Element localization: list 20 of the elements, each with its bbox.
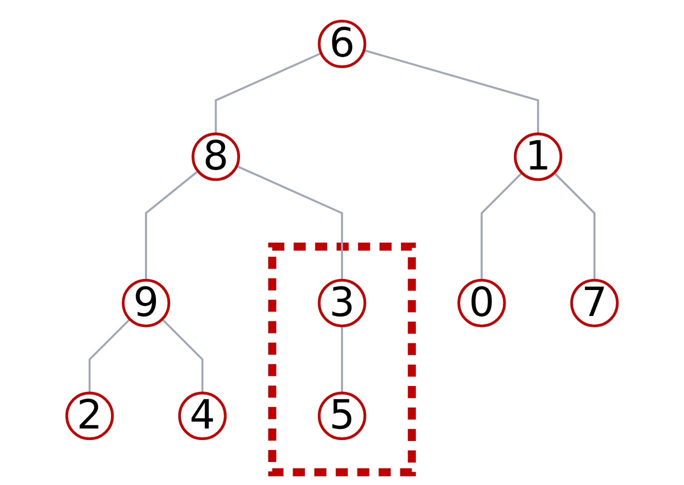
node-circle: 7 [570, 278, 619, 327]
node-circle: 8 [192, 132, 240, 180]
node-circle: 3 [318, 278, 366, 327]
node-circle: 0 [457, 278, 506, 327]
connector [364, 48, 540, 134]
node-circle: 9 [122, 278, 170, 327]
connector [236, 164, 343, 280]
connector [341, 325, 343, 392]
node-circle: 5 [318, 391, 366, 440]
connector [144, 170, 199, 280]
node-circle: 1 [514, 132, 562, 180]
node-circle: 2 [65, 391, 114, 440]
connector [480, 172, 523, 280]
connector [88, 318, 131, 392]
connector [161, 318, 204, 392]
connector [553, 172, 596, 280]
node-circle: 6 [318, 19, 366, 68]
cluster [268, 242, 416, 476]
node-circle: 4 [178, 391, 227, 440]
connector [214, 52, 322, 134]
